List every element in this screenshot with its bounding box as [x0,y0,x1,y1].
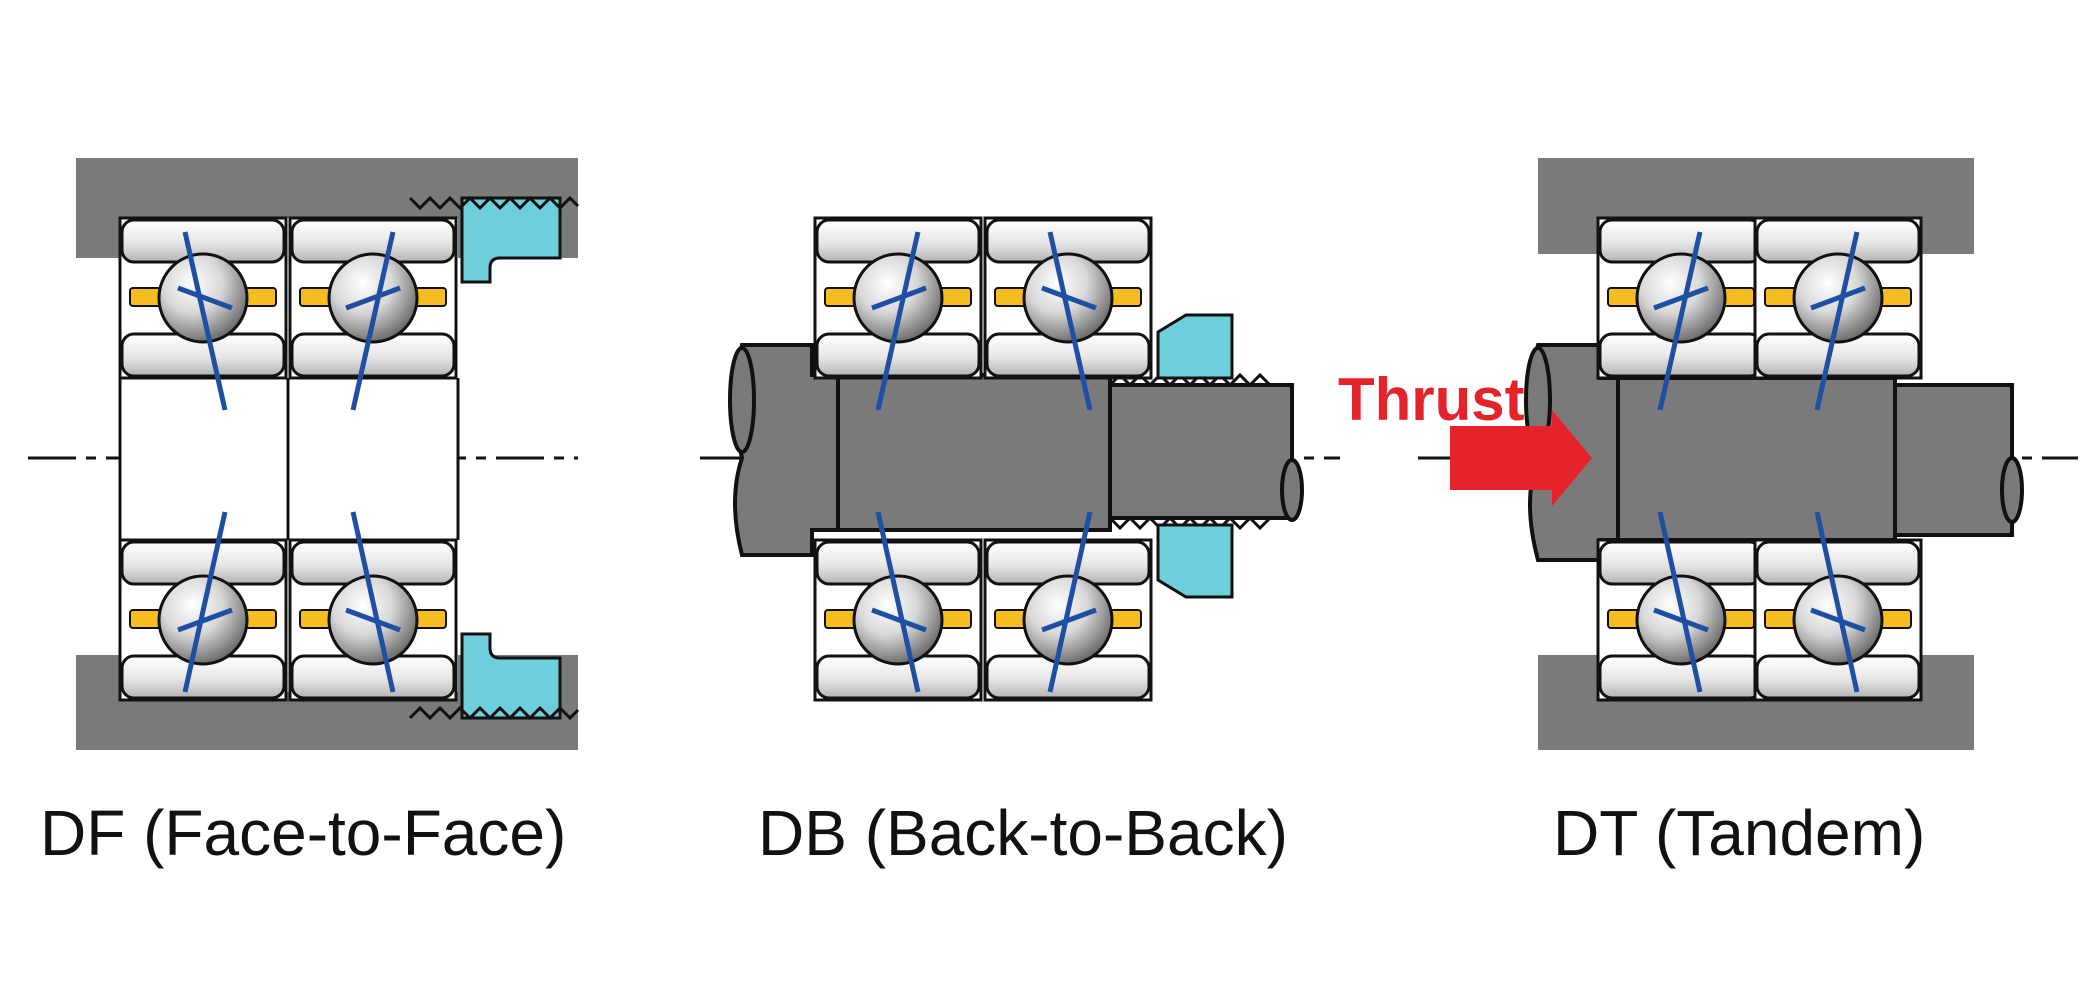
df-lock-nut-top [460,196,562,284]
db-contact-line [1047,511,1093,693]
df-lock-nut-bottom [460,632,562,720]
df-caption: DF (Face-to-Face) [40,797,566,869]
db-caption: DB (Back-to-Back) [758,797,1288,869]
db-contact-line [875,511,921,693]
db-lock-nut-top [1156,313,1234,380]
df-contact-line [350,231,396,411]
dt-contact-line [1814,511,1860,693]
thrust-arrow-icon [1450,410,1592,506]
thrust-label: Thrust [1338,366,1525,433]
db-diagram [728,216,1304,702]
db-contact-line [1047,231,1093,411]
dt-diagram: Thrust [1338,158,2024,750]
df-contact-line [182,511,228,693]
dt-contact-line [1657,231,1703,411]
df-diagram [76,158,580,750]
dt-contact-line [1657,511,1703,693]
db-lock-nut-bottom [1156,523,1234,599]
dt-caption: DT (Tandem) [1553,797,1925,869]
dt-contact-line [1814,231,1860,411]
db-contact-line [875,231,921,411]
df-contact-line [182,231,228,411]
df-contact-line [350,511,396,693]
